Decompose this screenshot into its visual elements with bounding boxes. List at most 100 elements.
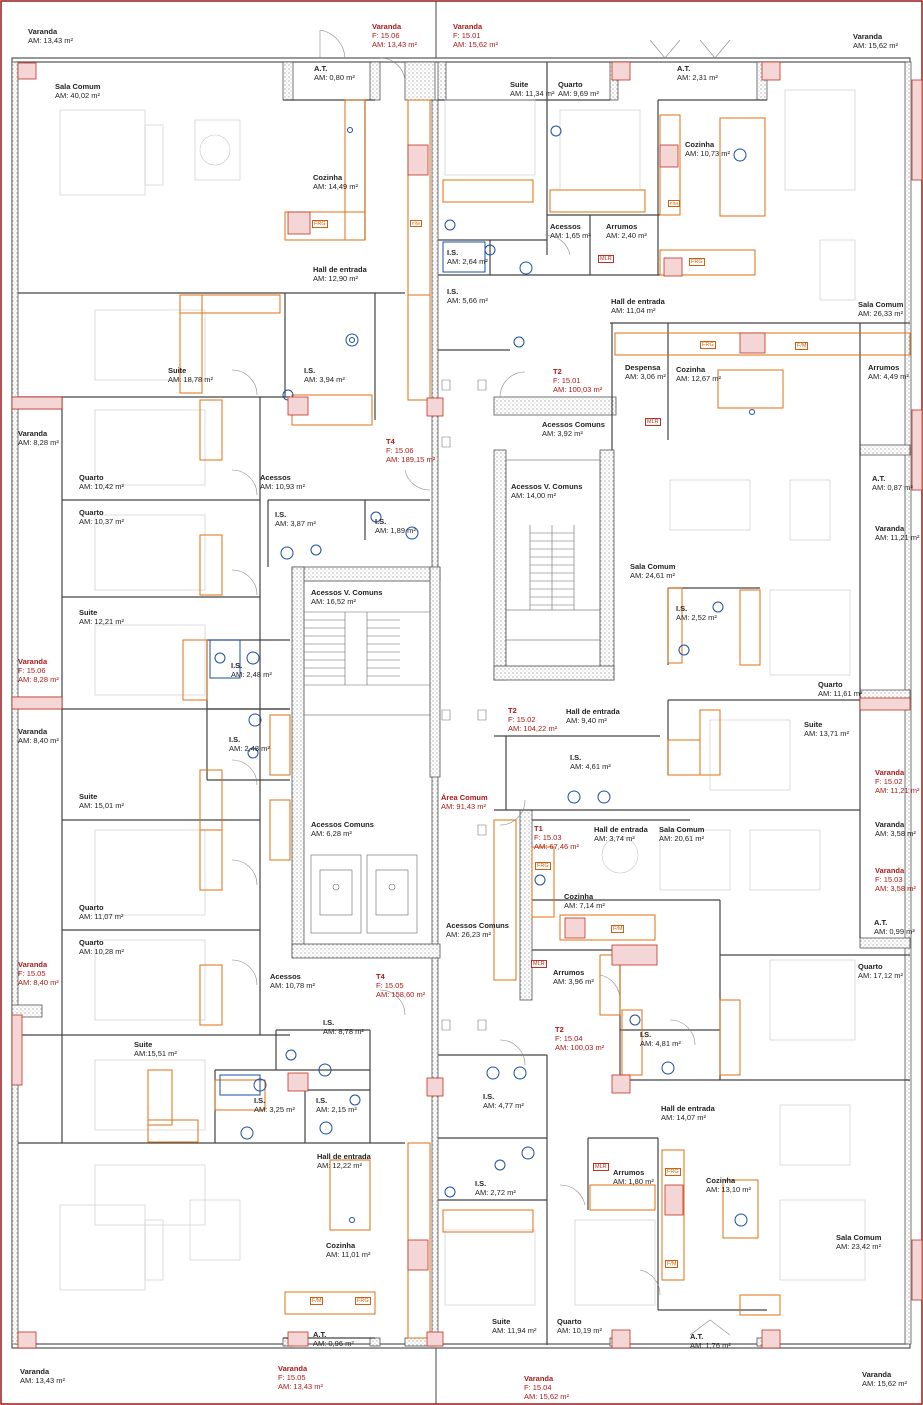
room-label: A.T.AM: 0,96 m² bbox=[313, 1330, 354, 1348]
mlr-tag: MLR bbox=[531, 960, 547, 968]
room-label: I.S.AM: 4,61 m² bbox=[570, 753, 611, 771]
room-label: I.S.AM: 5,66 m² bbox=[447, 287, 488, 305]
room-label: A.T.AM: 1,76 m² bbox=[690, 1332, 731, 1350]
room-label: I.S.AM: 1,89 m² bbox=[375, 517, 416, 535]
mlr-tag: MLR bbox=[593, 1163, 609, 1171]
room-label: A.T.AM: 0,99 m² bbox=[874, 918, 915, 936]
room-label: I.S.AM: 2,52 m² bbox=[676, 604, 717, 622]
room-label: A.T.AM: 0,80 m² bbox=[314, 64, 355, 82]
mlr-tag: MLR bbox=[645, 418, 661, 426]
door-swings bbox=[231, 29, 731, 1336]
columns bbox=[11, 61, 923, 1349]
room-label: I.S.AM: 3,94 m² bbox=[304, 366, 345, 384]
fm-tag: F/M bbox=[410, 220, 422, 227]
room-label: I.S.AM: 2,64 m² bbox=[447, 248, 488, 266]
stair-core-left bbox=[303, 580, 431, 934]
room-label: I.S.AM: 4,77 m² bbox=[483, 1092, 524, 1110]
room-label: I.S.AM: 8,78 m² bbox=[323, 1018, 364, 1036]
room-label: I.S.AM: 3,25 m² bbox=[254, 1096, 295, 1114]
room-label: I.S.AM: 3,87 m² bbox=[275, 510, 316, 528]
frg-tag: FRG bbox=[700, 341, 716, 349]
sanitary-fixtures bbox=[209, 125, 755, 1227]
room-label: A.T.AM: 0,87 m² bbox=[872, 474, 913, 492]
circulation-markers bbox=[441, 379, 487, 1031]
room-label: I.S.AM: 2,48 m² bbox=[231, 661, 272, 679]
frg-tag: FRG bbox=[665, 1168, 681, 1176]
furniture-outlines bbox=[59, 89, 866, 1306]
room-label: I.S.AM: 2,72 m² bbox=[475, 1179, 516, 1197]
mlr-tag: MLR bbox=[598, 255, 614, 263]
room-label: I.S.AM: 2,48 m² bbox=[229, 735, 270, 753]
stair-core-right bbox=[505, 459, 601, 667]
room-label: A.T.AM: 2,31 m² bbox=[677, 64, 718, 82]
room-label: I.S.AM: 2,15 m² bbox=[316, 1096, 357, 1114]
fm-tag: F/M bbox=[611, 925, 625, 933]
cabinetry bbox=[147, 99, 911, 1339]
frg-tag: FRG bbox=[535, 862, 551, 870]
fm-tag: F/M bbox=[668, 200, 680, 207]
